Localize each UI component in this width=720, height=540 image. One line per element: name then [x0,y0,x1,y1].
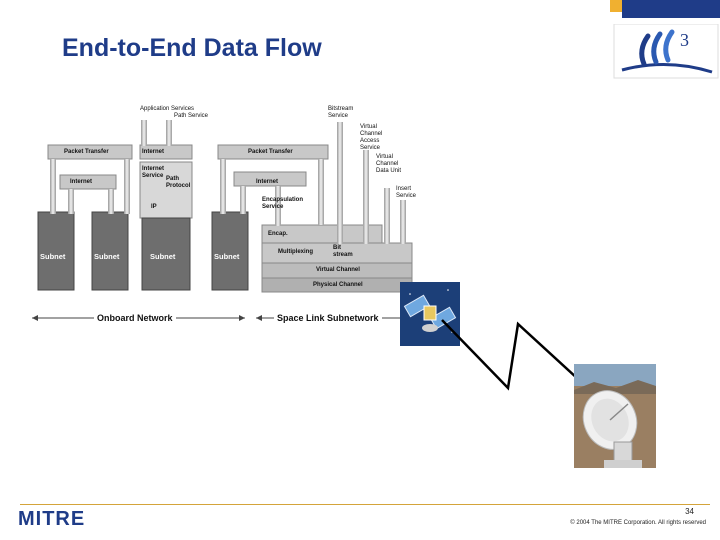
subnet-block-3 [141,217,191,291]
pipe [50,159,56,214]
ip-label: IP [151,204,157,210]
internet-block-c [233,171,307,187]
insert-pipe [400,200,406,244]
encap-label: Encap. [268,231,288,237]
packet-transfer-left-block [47,144,133,160]
company-logo: 3 [613,24,719,79]
packet-transfer-left-label: Packet Transfer [64,149,109,155]
vc-access-pipe [363,150,369,244]
bitstream-service-label: Bitstream Service [328,106,354,119]
bitstream-pipe [337,122,343,244]
packet-transfer-right-label: Packet Transfer [248,149,293,155]
pipe [318,159,324,225]
pipe [141,120,147,146]
space-link-label: Space Link Subnetwork [274,313,382,323]
internet-service-label: Internet Service [142,166,165,179]
vcdu-pipe [384,188,390,244]
internet-service-block [139,161,193,219]
slide-title: End-to-End Data Flow [62,34,322,62]
pipe [166,120,172,146]
vcdu-label: Virtual Channel Data Unit [376,154,402,174]
pipe [124,159,130,214]
subnet-label: Subnet [40,252,66,261]
pipe [68,189,74,214]
insert-service-label: Insert Service [396,186,417,199]
multiplexing-label: Multiplexing [278,249,313,255]
virtual-channel-label: Virtual Channel [316,267,360,273]
path-protocol-label: Path Protocol [166,176,191,189]
pipe [240,186,246,214]
page-number: 34 [685,507,694,516]
satellite-image [400,282,460,346]
physical-channel-label: Physical Channel [313,282,363,288]
pipe [220,159,226,214]
packet-transfer-right-block [217,144,329,160]
encap-service-label: Encapsulation Service [262,197,304,210]
copyright-text: © 2004 The MITRE Corporation. All rights… [570,520,706,526]
pipe [108,189,114,214]
brand-wordmark: MITRE [18,508,86,530]
radio-link-zigzag [441,319,591,391]
corner-accent-blue [622,0,720,18]
subnet-block-1 [37,211,75,291]
path-service-label: Path Service [174,113,209,119]
bitstream-label: Bit stream [333,245,353,258]
corner-accent-gold [610,0,622,12]
protocol-stack-diagram [32,120,413,321]
internet-label-a: Internet [70,179,93,185]
subnet-label: Subnet [214,252,240,261]
vc-access-label: Virtual Channel Access Service [360,124,383,151]
subnet-label: Subnet [94,252,120,261]
internet-block-a [59,174,117,190]
footer-divider [20,504,710,505]
logo-mark: 3 [680,30,689,50]
subnet-block-2 [91,211,129,291]
pipe [275,186,281,226]
internet-label-b: Internet [142,149,165,155]
subnet-label: Subnet [150,252,176,261]
app-service-label: Application Services [140,106,195,112]
onboard-network-label: Onboard Network [94,313,176,323]
ground-antenna-image [574,364,656,468]
subnet-block-4 [211,211,249,291]
internet-label-c: Internet [256,179,279,185]
